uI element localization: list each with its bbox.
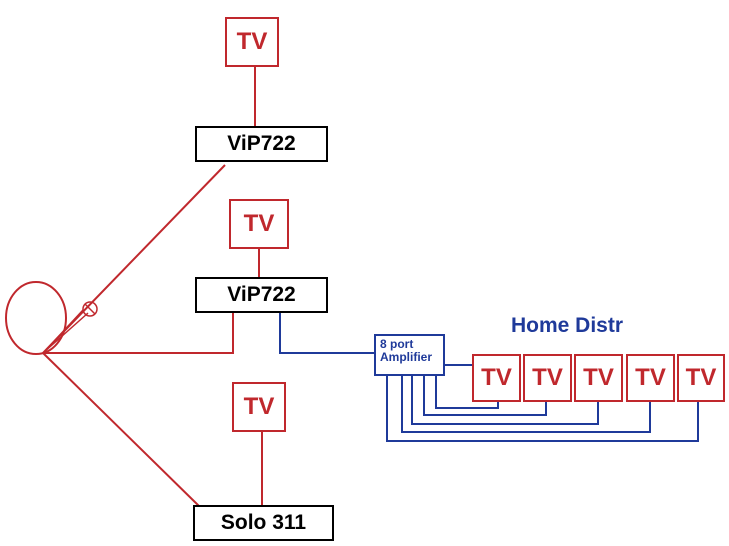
- amplifier-8-port: 8 port Amplifier: [374, 334, 445, 376]
- tv-receiver-3: TV: [232, 382, 286, 432]
- receiver-solo-311: Solo 311: [193, 505, 334, 541]
- cable-receiver-to-amplifier: [279, 313, 375, 354]
- home-tv-3: TV: [574, 354, 623, 402]
- home-tv-1: TV: [472, 354, 521, 402]
- home-tv-2: TV: [523, 354, 572, 402]
- home-tv-4: TV: [626, 354, 675, 402]
- receiver-vip722-2: ViP722: [195, 277, 328, 313]
- tv-receiver-2: TV: [229, 199, 289, 249]
- cable-dish-receiver-2: [43, 313, 234, 354]
- cable-dish-receiver-3: [42, 352, 201, 508]
- satellite-dish-icon: [5, 281, 67, 355]
- receiver-vip722-1: ViP722: [195, 126, 328, 162]
- amplifier-label-line1: 8 port: [380, 337, 414, 351]
- lnb-icon: [82, 301, 98, 317]
- home-tv-5: TV: [677, 354, 725, 402]
- home-distribution-title: Home Distr: [511, 314, 624, 337]
- amplifier-label-line2: Amplifier: [380, 350, 433, 364]
- tv-receiver-1: TV: [225, 17, 279, 67]
- cable-dish-receiver-1: [42, 164, 226, 354]
